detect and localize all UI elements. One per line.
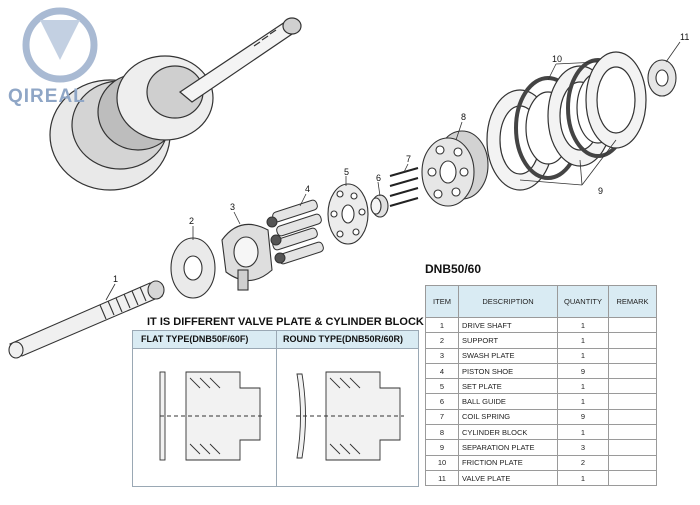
cylinder-block	[421, 130, 489, 207]
cell-remark	[608, 316, 657, 334]
header-item: ITEM	[425, 285, 459, 318]
cell-description: SET PLATE	[458, 378, 558, 395]
cell-item: 3	[425, 347, 459, 364]
header-remark: REMARK	[608, 285, 657, 318]
cell-description: CYLINDER BLOCK	[458, 424, 558, 441]
cell-remark	[608, 454, 657, 471]
valve-comparison-divider	[276, 331, 277, 486]
callout-8: 8	[461, 112, 466, 122]
clutch-plates	[486, 51, 647, 191]
callout-10: 10	[552, 54, 562, 64]
cell-quantity: 1	[557, 332, 609, 349]
valve-section-title: IT IS DIFFERENT VALVE PLATE & CYLINDER B…	[147, 316, 424, 328]
cell-description: BALL GUIDE	[458, 393, 558, 410]
valve-comparison-header: FLAT TYPE(DNB50F/60F) ROUND TYPE(DNB50R/…	[133, 331, 418, 349]
cell-description: FRICTION PLATE	[458, 454, 558, 471]
cell-description: SUPPORT	[458, 332, 558, 349]
cell-quantity: 1	[557, 378, 609, 395]
cell-description: VALVE PLATE	[458, 469, 558, 487]
round-type-drawing	[296, 371, 404, 461]
flat-type-drawing	[159, 371, 264, 461]
callout-2: 2	[189, 216, 194, 226]
ball-guide	[370, 194, 389, 218]
cell-remark	[608, 332, 657, 349]
drive-shaft	[8, 280, 165, 359]
cell-item: 8	[425, 424, 459, 441]
cell-remark	[608, 378, 657, 395]
table-header-row: ITEM DESCRIPTION QUANTITY REMARK	[425, 285, 657, 318]
callout-1: 1	[113, 274, 118, 284]
piston-shoes	[266, 199, 324, 265]
cell-quantity: 1	[557, 316, 609, 334]
cell-item: 11	[425, 469, 459, 487]
callout-6: 6	[376, 173, 381, 183]
cell-description: DRIVE SHAFT	[458, 316, 558, 334]
swash-plate	[221, 223, 273, 291]
cell-description: COIL SPRING	[458, 408, 558, 426]
callout-3: 3	[230, 202, 235, 212]
cell-remark	[608, 393, 657, 410]
header-description: DESCRIPTION	[458, 285, 558, 318]
brand-logo-text: QIREAL	[8, 86, 86, 107]
round-type-label: ROUND TYPE(DNB50R/60R)	[283, 334, 404, 344]
cell-item: 10	[425, 454, 459, 471]
cell-quantity: 2	[557, 454, 609, 471]
callout-5: 5	[344, 167, 349, 177]
cell-remark	[608, 347, 657, 364]
flat-type-label: FLAT TYPE(DNB50F/60F)	[141, 334, 249, 344]
cell-item: 1	[425, 316, 459, 334]
cell-description: PISTON SHOE	[458, 362, 558, 380]
callout-7: 7	[406, 154, 411, 164]
cell-quantity: 1	[557, 424, 609, 441]
cell-remark	[608, 469, 657, 487]
cell-remark	[608, 362, 657, 380]
cell-item: 7	[425, 408, 459, 426]
cell-description: SEPARATION PLATE	[458, 439, 558, 456]
cell-item: 9	[425, 439, 459, 456]
valve-comparison-box: FLAT TYPE(DNB50F/60F) ROUND TYPE(DNB50R/…	[132, 330, 419, 487]
cell-remark	[608, 424, 657, 441]
logo-mark	[22, 7, 98, 83]
cell-remark	[608, 408, 657, 426]
cell-item: 4	[425, 362, 459, 380]
valve-plate-part	[647, 59, 677, 97]
cell-item: 5	[425, 378, 459, 395]
cell-quantity: 9	[557, 408, 609, 426]
cell-remark	[608, 439, 657, 456]
cell-quantity: 3	[557, 439, 609, 456]
cell-quantity: 1	[557, 393, 609, 410]
model-title: DNB50/60	[425, 262, 482, 276]
cell-item: 2	[425, 332, 459, 349]
cell-quantity: 1	[557, 347, 609, 364]
cell-quantity: 9	[557, 362, 609, 380]
support	[170, 237, 216, 299]
cell-description: SWASH PLATE	[458, 347, 558, 364]
cell-item: 6	[425, 393, 459, 410]
coil-springs	[389, 167, 419, 207]
callout-4: 4	[305, 184, 310, 194]
callout-9: 9	[598, 186, 603, 196]
cell-quantity: 1	[557, 469, 609, 487]
set-plate	[327, 183, 369, 245]
header-quantity: QUANTITY	[557, 285, 609, 318]
callout-11: 11	[680, 32, 689, 42]
motor-housing	[49, 17, 302, 191]
leader-lines	[105, 41, 681, 301]
